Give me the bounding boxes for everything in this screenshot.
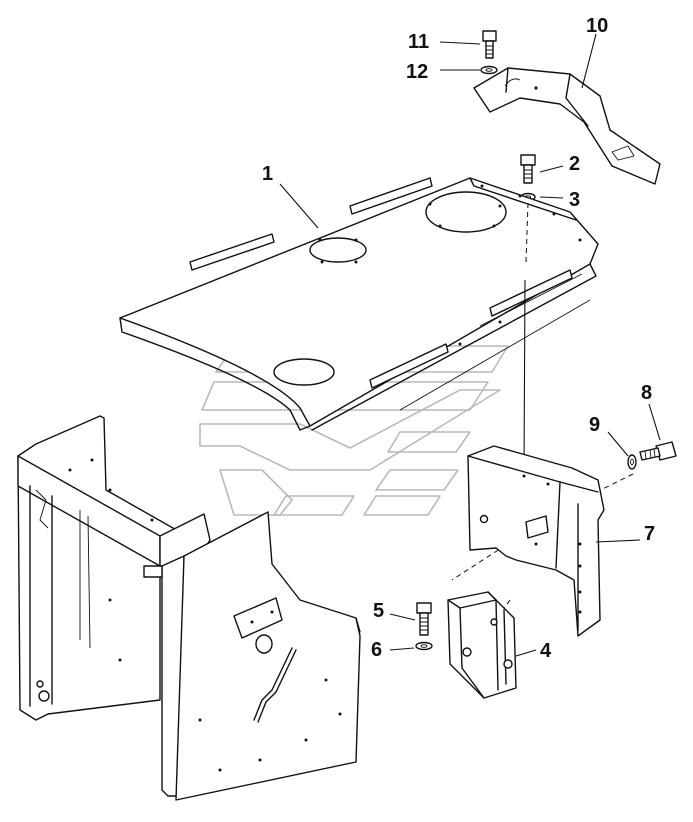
hood-part-1 xyxy=(119,177,599,431)
callout-12: 12 xyxy=(406,61,428,83)
callout-7: 7 xyxy=(644,523,655,545)
watermark-logo xyxy=(199,345,509,516)
callout-6: 6 xyxy=(371,639,382,661)
bolt-part-8 xyxy=(639,441,677,461)
bracket-part-10 xyxy=(473,67,661,185)
side-panel xyxy=(175,511,361,801)
leader-lines xyxy=(279,33,661,657)
callout-9: 9 xyxy=(589,414,600,436)
callout-labels: 1 2 3 4 5 6 7 8 9 10 11 12 xyxy=(262,15,655,662)
washer-part-9 xyxy=(627,454,637,470)
callout-8: 8 xyxy=(641,382,652,404)
bolt-part-2 xyxy=(520,154,536,184)
left-frame xyxy=(17,415,211,797)
washer-part-6 xyxy=(415,641,433,651)
callout-5: 5 xyxy=(373,600,384,622)
callout-2: 2 xyxy=(569,153,580,175)
callout-1: 1 xyxy=(262,163,273,185)
washer-part-12 xyxy=(480,65,498,75)
bolt-part-5 xyxy=(416,602,432,636)
side-cover-part-7 xyxy=(467,445,605,637)
callout-10: 10 xyxy=(586,15,608,37)
callout-3: 3 xyxy=(569,189,580,211)
bracket-part-4 xyxy=(447,591,517,699)
callout-11: 11 xyxy=(408,31,429,53)
bolt-part-11 xyxy=(482,30,497,59)
callout-4: 4 xyxy=(540,640,552,662)
